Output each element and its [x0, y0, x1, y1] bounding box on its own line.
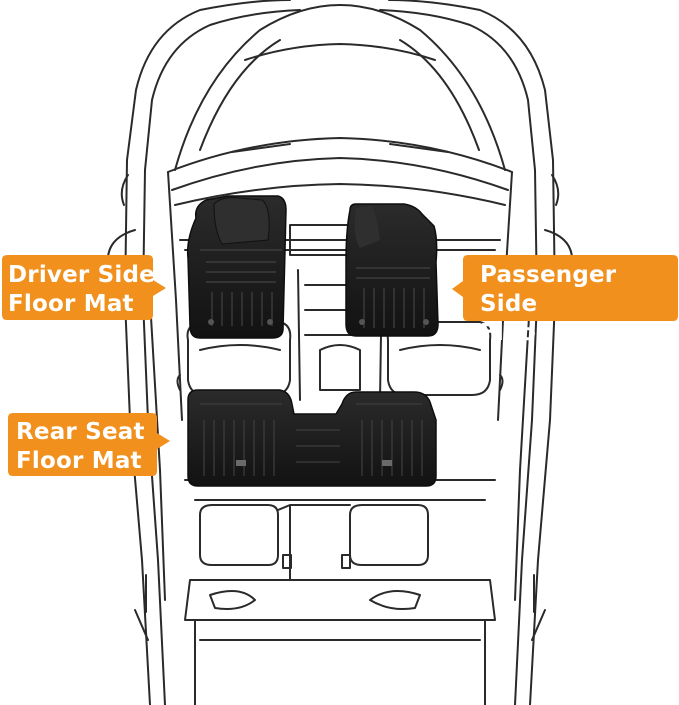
car-outline	[106, 0, 574, 705]
passenger-side-label-line1: Passenger Side	[480, 262, 617, 317]
passenger-floor-mat	[345, 203, 439, 337]
rear-callout-badge	[8, 413, 170, 476]
driver-side-label-line2: Floor Mat	[8, 291, 134, 317]
driver-callout-badge	[2, 255, 166, 320]
rear-seat-label: Rear Seat Floor Mat	[16, 418, 145, 476]
driver-floor-mat	[186, 195, 287, 339]
rear-seat-label-line2: Floor Mat	[16, 448, 142, 474]
passenger-callout-badge	[452, 255, 678, 321]
passenger-side-label-line2: Floor Mat	[480, 320, 606, 346]
driver-side-label-line1: Driver Side	[8, 262, 155, 288]
passenger-side-label: Passenger Side Floor Mat	[480, 261, 679, 348]
rear-floor-mat	[187, 389, 437, 487]
driver-side-label: Driver Side Floor Mat	[8, 261, 155, 319]
rear-seat-label-line1: Rear Seat	[16, 419, 145, 445]
